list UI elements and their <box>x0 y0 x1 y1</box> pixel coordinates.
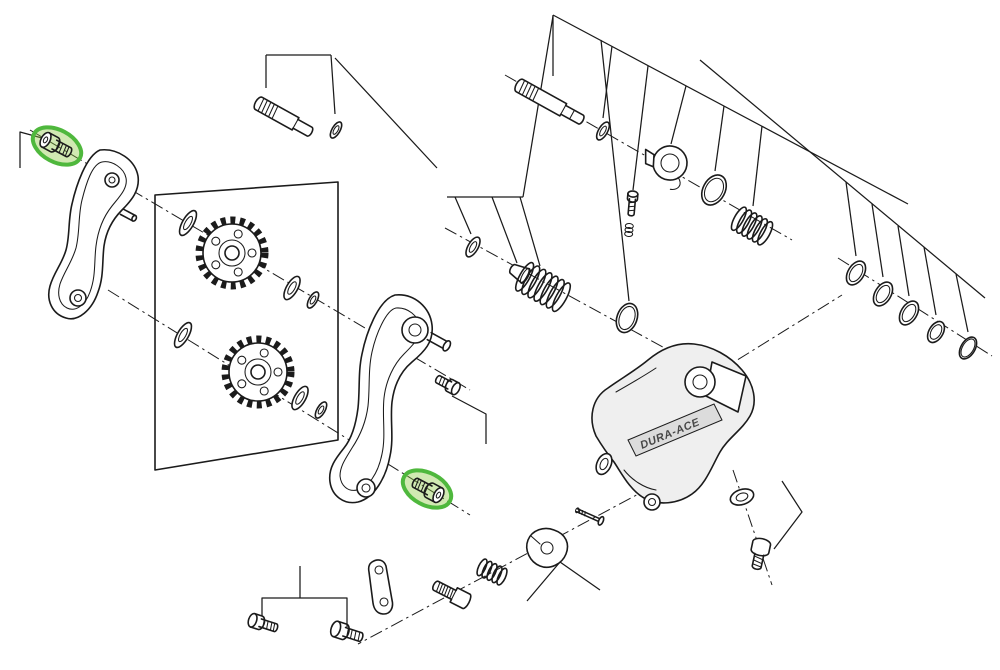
inner-cage-plate <box>328 294 452 504</box>
anchor-washer <box>729 488 755 506</box>
derailleur-body: DURA-ACE <box>591 342 755 511</box>
b-axle <box>514 78 585 125</box>
pulley-seal-rings <box>173 209 328 419</box>
tension-pulley <box>221 335 295 409</box>
washer-set <box>845 260 978 360</box>
bracket-spring <box>730 206 774 246</box>
clamp-link <box>525 527 569 569</box>
bracket-unit <box>644 145 688 190</box>
link-plate <box>367 559 394 615</box>
plate-axle <box>253 96 314 137</box>
guide-pulley <box>195 216 269 290</box>
snap-ring <box>615 302 639 334</box>
cage-plate-bolt-upper[interactable] <box>38 131 75 161</box>
b-tension-spring-seat <box>624 222 634 238</box>
adjusting-barrel <box>431 580 472 610</box>
anchor-bolt <box>750 537 772 571</box>
leader-lines <box>19 14 986 627</box>
plate-axle-ring <box>329 121 343 139</box>
adjust-spring <box>476 558 508 586</box>
stopper-bolt <box>434 374 461 396</box>
link-bolt-left <box>247 612 279 633</box>
b-axle-washer <box>595 121 611 141</box>
center-axis-lines <box>29 74 993 645</box>
b-tension-screw <box>626 190 639 217</box>
plate-stud <box>426 331 452 352</box>
cage-plate-bolt-lower[interactable] <box>410 475 447 505</box>
pulley-box <box>154 181 339 471</box>
bracket-washer <box>700 174 728 206</box>
outer-cage-plate <box>48 149 140 320</box>
connector-pin <box>574 507 605 526</box>
link-bolt-right <box>329 620 364 643</box>
cage-washer <box>465 236 481 258</box>
